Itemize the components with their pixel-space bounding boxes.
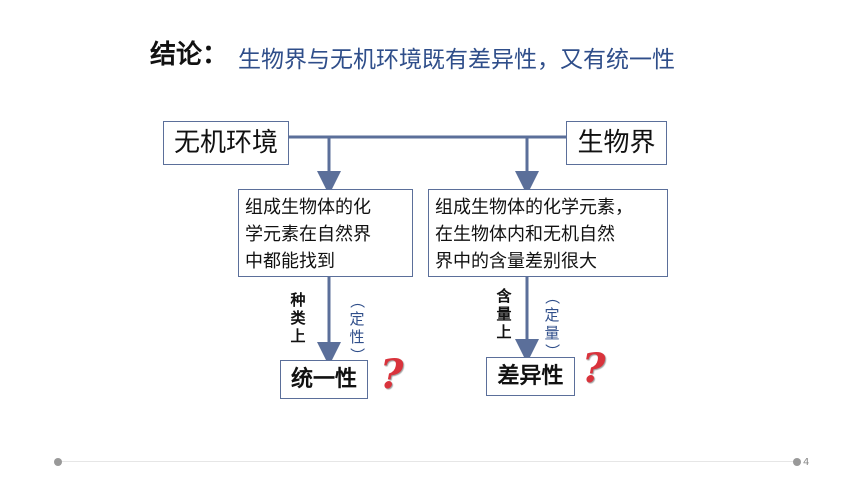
- unity-box: 统一性: [280, 360, 368, 399]
- amount-label: 含 量 上: [495, 287, 513, 341]
- difference-box: 差异性: [486, 357, 575, 396]
- question-mark-icon: ?: [582, 345, 606, 392]
- vchar: 上: [290, 327, 306, 345]
- vchar: 含: [496, 287, 512, 305]
- vchar: 类: [290, 309, 306, 327]
- vchar: （: [348, 293, 366, 309]
- vchar: 定: [349, 310, 365, 328]
- vchar: 量: [496, 305, 512, 323]
- title-text: 生物界与无机环境既有差异性，又有统一性: [238, 47, 675, 73]
- element-presence-box: 组成生物体的化 学元素在自然界 中都能找到: [238, 189, 413, 277]
- vchar: 性: [349, 328, 365, 346]
- abiotic-environment-box: 无机环境: [163, 121, 289, 165]
- desc-line: 组成生物体的化: [245, 197, 371, 218]
- desc-line: 中都能找到: [245, 251, 335, 272]
- qualitative-label: （ 定 性 ）: [348, 292, 366, 364]
- desc-line: 学元素在自然界: [245, 224, 371, 245]
- vchar: 量: [544, 324, 560, 342]
- vchar: 上: [496, 323, 512, 341]
- question-mark-icon: ?: [380, 351, 404, 398]
- biotic-world-box: 生物界: [566, 121, 667, 165]
- footer-dot-right: [793, 458, 801, 466]
- desc-line: 在生物体内和无机自然: [435, 224, 615, 245]
- title-label: 结论：: [150, 40, 229, 70]
- vchar: 种: [290, 291, 306, 309]
- element-content-box: 组成生物体的化学元素， 在生物体内和无机自然 界中的含量差别很大: [428, 189, 668, 277]
- desc-line: 界中的含量差别很大: [435, 251, 597, 272]
- footer-divider: [60, 461, 796, 462]
- footer-dot-left: [54, 458, 62, 466]
- desc-line: 组成生物体的化学元素，: [435, 197, 633, 218]
- vchar: 定: [544, 306, 560, 324]
- kind-label: 种 类 上: [289, 291, 307, 345]
- page-number: 4: [803, 457, 810, 468]
- quantitative-label: （ 定 量 ）: [543, 288, 561, 360]
- vchar: （: [543, 289, 561, 305]
